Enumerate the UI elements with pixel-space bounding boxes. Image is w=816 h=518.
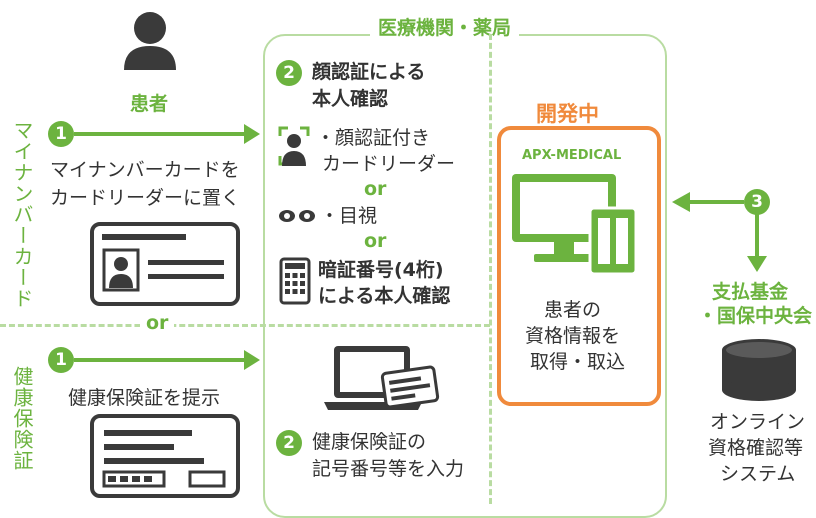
- arrow-to-clinic-mynumber: [74, 132, 244, 136]
- pin-line2: による本人確認: [318, 285, 451, 307]
- or-separator-1: or: [364, 178, 387, 200]
- arrow-head-icon: [244, 124, 260, 144]
- dev-caption-line1: 患者の: [544, 299, 602, 321]
- or-separator-left: or: [140, 312, 175, 334]
- apx-medical-panel: [497, 126, 661, 406]
- step1-badge-insurance: 1: [48, 347, 74, 373]
- step1-badge-mynumber: 1: [48, 121, 74, 147]
- monitor-tablet-icon: [512, 174, 638, 276]
- arrow-down-head-icon: [747, 256, 767, 272]
- apx-medical-brand: APX-MEDICAL: [522, 148, 622, 163]
- database-icon: [722, 339, 796, 401]
- or-separator-2: or: [364, 230, 387, 252]
- step2-face-line1: 顔認証による: [312, 61, 426, 83]
- health-insurance-vertical-label: 健康保険証: [10, 366, 34, 471]
- keypad-icon: [279, 257, 311, 305]
- step2-badge-face: 2: [276, 60, 302, 86]
- health-insurance-card-icon: [90, 414, 240, 498]
- dev-caption-line3: 取得・取込: [530, 351, 626, 373]
- step1-mynumber-text-line2: カードリーダーに置く: [50, 187, 241, 209]
- arrow-to-clinic-insurance: [74, 358, 244, 362]
- step3-badge: 3: [744, 189, 770, 215]
- step2-insurance-line1: 健康保険証の: [312, 431, 427, 453]
- system-line2: 資格確認等: [708, 437, 804, 459]
- step2-face-line2: 本人確認: [312, 88, 389, 110]
- arrow-down-stem: [755, 214, 759, 258]
- horizontal-dashed-divider: [0, 324, 490, 327]
- patient-label: 患者: [130, 93, 169, 115]
- face-recognition-icon: [278, 126, 310, 166]
- eyes-icon: [279, 210, 315, 222]
- laptop-card-icon: [324, 346, 440, 410]
- arrow-head-icon: [244, 350, 260, 370]
- face-reader-line1: ・顔認証付き: [316, 127, 431, 149]
- face-reader-line2: カードリーダー: [322, 153, 456, 175]
- step2-badge-insurance: 2: [276, 430, 302, 456]
- fund-line2: ・国保中央会: [698, 305, 813, 327]
- step1-mynumber-text-line1: マイナンバーカードを: [50, 159, 240, 181]
- medical-institution-title: 医療機関・薬局: [370, 14, 520, 42]
- patient-icon: [124, 12, 176, 70]
- arrow-to-dev-panel: [688, 200, 744, 204]
- pin-line1: 暗証番号(4桁): [318, 259, 444, 281]
- step1-insurance-text: 健康保険証を提示: [68, 387, 221, 409]
- system-line1: オンライン: [710, 411, 806, 433]
- fund-line1: 支払基金: [712, 281, 789, 303]
- dev-caption-line2: 資格情報を: [525, 325, 621, 347]
- visual-check-text: ・目視: [320, 205, 378, 227]
- vertical-dashed-divider: [489, 34, 492, 504]
- mynumber-card-icon: [90, 222, 240, 306]
- step2-insurance-line2: 記号番号等を入力: [312, 458, 465, 480]
- in-development-label: 開発中: [536, 102, 599, 126]
- arrow-head-left-icon: [672, 192, 690, 212]
- system-line3: システム: [720, 463, 796, 485]
- mynumber-card-vertical-label: マイナンバーカード: [10, 120, 34, 309]
